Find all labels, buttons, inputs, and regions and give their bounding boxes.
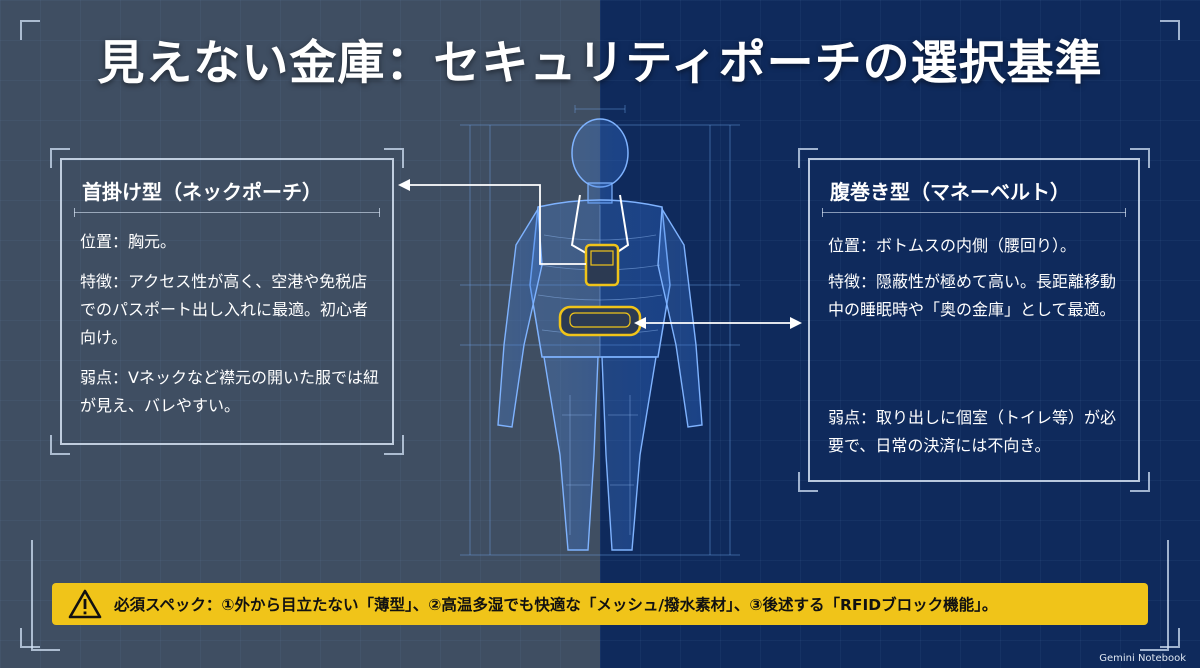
money-belt-card: 腹巻き型（マネーベルト） 位置：ボトムスの内側（腰回り）。 特徴：隠蔽性が極めて… — [808, 158, 1140, 482]
heading-divider — [74, 212, 380, 213]
neck-pouch-pocket — [590, 250, 614, 266]
warning-icon — [68, 589, 102, 619]
right-card-bracket-bl — [798, 472, 818, 492]
neck-strap-right — [615, 194, 630, 254]
right-leg — [601, 356, 657, 551]
frame-corner-bottom-right — [1160, 628, 1180, 648]
right-card-bracket-tr — [1130, 148, 1150, 168]
neck-pouch-card: 首掛け型（ネックポーチ） 位置：胸元。 特徴：アクセス性が高く、空港や免税店での… — [60, 158, 394, 445]
left-arm — [497, 206, 543, 428]
arrowhead-right — [790, 317, 802, 329]
divider-tick — [379, 208, 380, 217]
frame-corner-top-right — [1160, 20, 1180, 40]
divider-tick — [1125, 208, 1126, 217]
right-card-bracket-tl — [798, 148, 818, 168]
divider-tick — [74, 208, 75, 217]
left-card-bracket-br — [384, 435, 404, 455]
money-belt-position: 位置：ボトムスの内側（腰回り）。 — [828, 236, 1077, 255]
divider-tick — [822, 208, 823, 217]
neck-pouch-heading: 首掛け型（ネックポーチ） — [82, 180, 322, 204]
arrowhead-left — [398, 179, 410, 191]
frame-corner-bottom-left — [20, 628, 40, 648]
neck-pouch-weakness: 弱点：Vネックなど襟元の開いた服では紐が見え、バレやすい。 — [80, 368, 379, 415]
neck-pouch-position: 位置：胸元。 — [80, 232, 177, 251]
wireframe-body-figure — [460, 105, 740, 556]
required-spec-text: 必須スペック：①外から目立たない「薄型」、②高温多湿でも快適な「メッシュ/撥水素… — [114, 596, 998, 614]
arrowhead-belt — [634, 317, 646, 329]
neck-pouch-features: 特徴：アクセス性が高く、空港や免税店でのパスポート出し入れに最適。初心者向け。 — [80, 272, 369, 347]
frame-corner-top-left — [20, 20, 40, 40]
neck-pouch-connector — [404, 184, 586, 265]
right-arm — [657, 206, 703, 428]
money-belt-pocket — [569, 312, 631, 328]
left-card-bracket-tr — [384, 148, 404, 168]
neck-strap-left — [570, 194, 587, 254]
left-card-bracket-bl — [50, 435, 70, 455]
brand-label: Gemini Notebook — [1099, 653, 1186, 664]
heading-divider — [822, 212, 1126, 213]
money-belt-weakness: 弱点：取り出しに個室（トイレ等）が必要で、日常の決済には不向き。 — [828, 408, 1117, 455]
wireframe-contours — [537, 205, 663, 535]
left-leg — [543, 356, 599, 551]
lower-left-bracket — [31, 540, 60, 651]
right-card-bracket-br — [1130, 472, 1150, 492]
required-spec-bar: 必須スペック：①外から目立たない「薄型」、②高温多湿でも快適な「メッシュ/撥水素… — [52, 583, 1148, 625]
page-title: 見えない金庫：セキュリティポーチの選択基準 — [97, 36, 1103, 91]
lower-right-bracket — [1140, 540, 1169, 651]
money-belt-features: 特徴：隠蔽性が極めて高い。長距離移動中の睡眠時や「奥の金庫」として最適。 — [828, 272, 1117, 319]
money-belt-heading: 腹巻き型（マネーベルト） — [830, 180, 1070, 204]
left-card-bracket-tl — [50, 148, 70, 168]
